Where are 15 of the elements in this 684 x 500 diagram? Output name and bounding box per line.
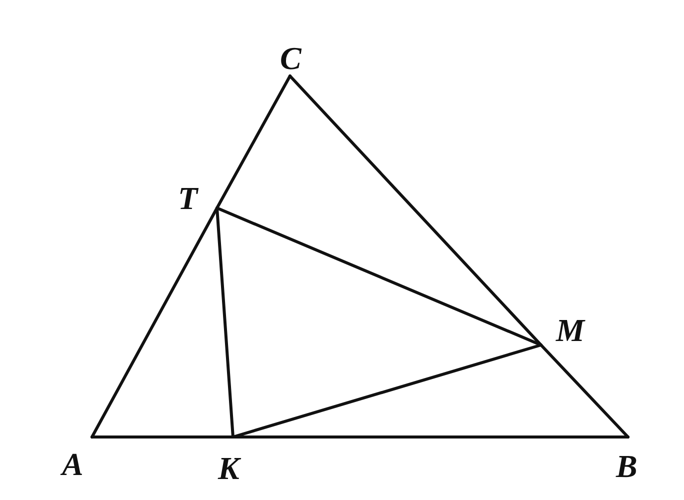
line-segment xyxy=(232,436,630,438)
line-segment xyxy=(216,74,292,210)
line-segment xyxy=(288,74,542,346)
point-label: K xyxy=(218,452,240,484)
line-segment xyxy=(232,344,542,438)
point-label: C xyxy=(280,42,302,74)
line-segment xyxy=(216,206,542,346)
point-label: A xyxy=(62,448,84,480)
line-segment xyxy=(540,344,630,438)
point-label: B xyxy=(616,450,638,482)
line-segment xyxy=(90,206,218,438)
point-label: M xyxy=(556,314,584,346)
point-label: T xyxy=(178,182,198,214)
line-segment xyxy=(90,436,234,438)
line-segment xyxy=(216,206,234,438)
